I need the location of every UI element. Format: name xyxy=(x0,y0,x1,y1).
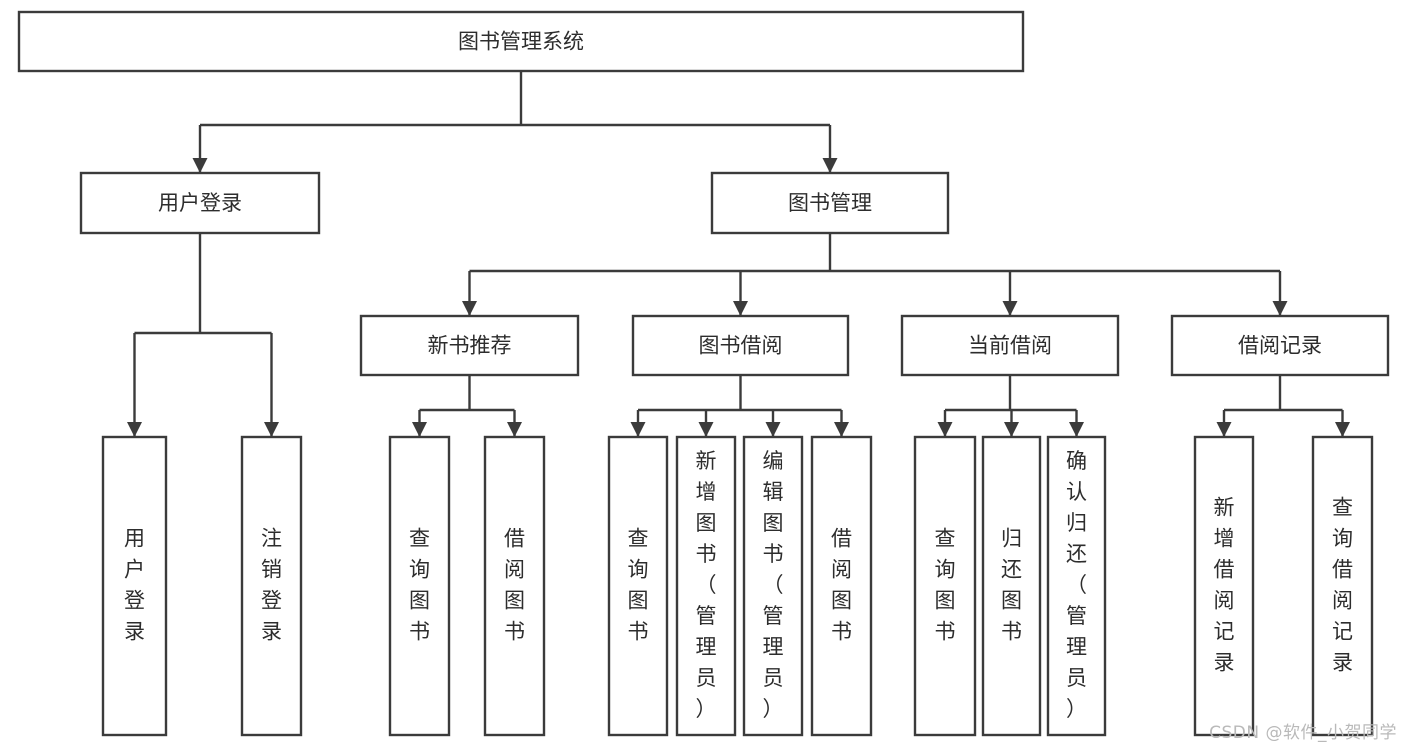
node-label-book-borrow: 图书借阅 xyxy=(699,334,783,358)
node-box-borrow-record xyxy=(1170,314,1390,377)
node-user-login-logout[interactable]: 注销登录 xyxy=(240,435,303,737)
arrow-head-book-borrow xyxy=(733,301,748,316)
arrow-head-recommend-borrow-book xyxy=(507,422,522,437)
arrow-head-borrow-add-book xyxy=(698,422,714,437)
node-borrow-edit-book[interactable]: 编辑图书（管理员） xyxy=(742,435,804,737)
node-label-borrow-borrow-book: 借阅图书 xyxy=(831,527,852,644)
node-box-record-add xyxy=(1193,435,1255,737)
node-label-borrow-record: 借阅记录 xyxy=(1238,334,1322,358)
node-current-borrow[interactable]: 当前借阅 xyxy=(900,314,1120,377)
arrow-head-book-manage xyxy=(822,158,838,173)
arrow-head-new-book-recommend xyxy=(462,301,477,316)
node-box-book-manage xyxy=(710,171,950,235)
arrow-head-record-query xyxy=(1335,422,1350,437)
arrow-head-current-query-book xyxy=(937,422,953,437)
node-book-manage[interactable]: 图书管理 xyxy=(710,171,950,235)
arrow-head-borrow-record xyxy=(1272,301,1288,316)
node-user-login-login[interactable]: 用户登录 xyxy=(101,435,168,737)
node-label-user-login: 用户登录 xyxy=(158,191,242,215)
node-borrow-borrow-book[interactable]: 借阅图书 xyxy=(810,435,873,737)
node-box-current-confirm-return xyxy=(1046,435,1107,737)
node-label-current-query-book: 查询图书 xyxy=(935,527,956,644)
node-label-current-confirm-return: 确认归还（管理员） xyxy=(1066,449,1087,721)
arrow-head-borrow-query-book xyxy=(630,422,646,437)
node-borrow-add-book[interactable]: 新增图书（管理员） xyxy=(675,435,737,737)
node-recommend-borrow-book[interactable]: 借阅图书 xyxy=(483,435,546,737)
node-current-query-book[interactable]: 查询图书 xyxy=(913,435,977,737)
arrow-head-record-add xyxy=(1216,422,1232,437)
arrow-head-current-borrow xyxy=(1002,301,1018,316)
node-box-root xyxy=(17,10,1025,73)
node-label-record-query: 查询借阅记录 xyxy=(1332,496,1353,675)
node-label-root: 图书管理系统 xyxy=(458,30,584,54)
node-box-recommend-borrow-book xyxy=(483,435,546,737)
arrow-head-borrow-borrow-book xyxy=(834,422,849,437)
node-recommend-query-book[interactable]: 查询图书 xyxy=(388,435,451,737)
arrow-head-current-confirm-return xyxy=(1069,422,1084,437)
node-record-query[interactable]: 查询借阅记录 xyxy=(1311,435,1374,737)
node-book-borrow[interactable]: 图书借阅 xyxy=(631,314,850,377)
node-box-borrow-query-book xyxy=(607,435,669,737)
node-label-recommend-borrow-book: 借阅图书 xyxy=(504,527,525,644)
node-layer: 图书管理系统用户登录用户登录注销登录图书管理新书推荐查询图书借阅图书图书借阅查询… xyxy=(17,10,1390,737)
node-box-current-borrow xyxy=(900,314,1120,377)
node-label-borrow-query-book: 查询图书 xyxy=(628,527,649,644)
node-record-add[interactable]: 新增借阅记录 xyxy=(1193,435,1255,737)
arrow-head-user-login xyxy=(192,158,208,173)
node-label-borrow-edit-book: 编辑图书（管理员） xyxy=(763,449,784,721)
node-borrow-query-book[interactable]: 查询图书 xyxy=(607,435,669,737)
node-label-book-manage: 图书管理 xyxy=(788,191,872,215)
node-new-book-recommend[interactable]: 新书推荐 xyxy=(359,314,580,377)
node-box-user-login-login xyxy=(101,435,168,737)
node-borrow-record[interactable]: 借阅记录 xyxy=(1170,314,1390,377)
node-label-current-return-book: 归还图书 xyxy=(1001,527,1022,644)
node-box-book-borrow xyxy=(631,314,850,377)
node-box-borrow-edit-book xyxy=(742,435,804,737)
node-box-user-login xyxy=(79,171,321,235)
node-label-new-book-recommend: 新书推荐 xyxy=(428,334,512,358)
arrow-head-user-login-logout xyxy=(264,422,279,437)
arrow-head-recommend-query-book xyxy=(412,422,427,437)
node-label-borrow-add-book: 新增图书（管理员） xyxy=(696,449,717,721)
node-box-borrow-add-book xyxy=(675,435,737,737)
connector-layer xyxy=(127,71,1350,437)
node-box-user-login-logout xyxy=(240,435,303,737)
node-label-user-login-login: 用户登录 xyxy=(124,527,145,644)
node-current-confirm-return[interactable]: 确认归还（管理员） xyxy=(1046,435,1107,737)
node-box-record-query xyxy=(1311,435,1374,737)
node-current-return-book[interactable]: 归还图书 xyxy=(981,435,1042,737)
node-label-record-add: 新增借阅记录 xyxy=(1214,496,1235,675)
node-box-current-return-book xyxy=(981,435,1042,737)
node-root[interactable]: 图书管理系统 xyxy=(17,10,1025,73)
node-label-recommend-query-book: 查询图书 xyxy=(409,527,430,644)
arrow-head-current-return-book xyxy=(1004,422,1019,437)
arrow-head-user-login-login xyxy=(127,422,142,437)
node-box-current-query-book xyxy=(913,435,977,737)
node-box-new-book-recommend xyxy=(359,314,580,377)
node-box-recommend-query-book xyxy=(388,435,451,737)
node-label-user-login-logout: 注销登录 xyxy=(261,527,282,644)
node-box-borrow-borrow-book xyxy=(810,435,873,737)
node-user-login[interactable]: 用户登录 xyxy=(79,171,321,235)
arrow-head-borrow-edit-book xyxy=(765,422,781,437)
node-label-current-borrow: 当前借阅 xyxy=(968,334,1052,358)
